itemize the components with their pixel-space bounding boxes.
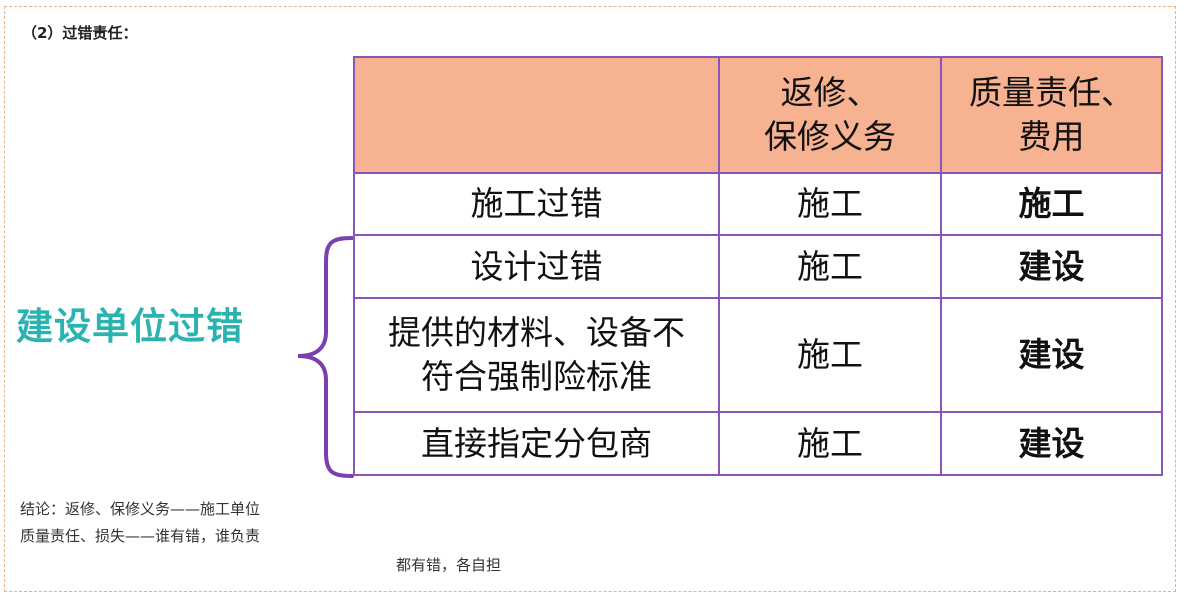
table-header-row: 返修、 保修义务 质量责任、 费用 — [353, 56, 1163, 174]
liability-cell: 建设 — [940, 234, 1163, 299]
table-row: 设计过错 施工 建设 — [353, 234, 1163, 299]
liability-cell: 建设 — [940, 411, 1163, 476]
cause-cell: 施工过错 — [353, 172, 720, 236]
header-cell-blank — [353, 56, 720, 174]
cause-cell: 设计过错 — [353, 234, 720, 299]
header-repair-line1: 返修、 — [780, 73, 880, 112]
cause-line1: 提供的材料、设备不 — [388, 313, 685, 352]
cause-cell: 提供的材料、设备不 符合强制险标准 — [353, 297, 720, 413]
header-cell-repair-obligation: 返修、 保修义务 — [718, 56, 942, 174]
table-row: 提供的材料、设备不 符合强制险标准 施工 建设 — [353, 297, 1163, 413]
header-liability-line1: 质量责任、 — [969, 73, 1134, 112]
repair-cell: 施工 — [718, 411, 942, 476]
repair-cell: 施工 — [718, 234, 942, 299]
cause-line2: 符合强制险标准 — [421, 357, 652, 396]
table-row: 直接指定分包商 施工 建设 — [353, 411, 1163, 476]
liability-cell: 建设 — [940, 297, 1163, 413]
repair-cell: 施工 — [718, 297, 942, 413]
section-heading: （2）过错责任： — [22, 24, 138, 42]
header-repair-line2: 保修义务 — [764, 117, 896, 156]
conclusion-line-3: 都有错，各自担 — [396, 556, 502, 574]
header-cell-quality-liability: 质量责任、 费用 — [940, 56, 1163, 174]
conclusion-text: 结论：返修、保修义务——施工单位 质量责任、损失——谁有错，谁负责 — [20, 496, 260, 550]
cause-cell: 直接指定分包商 — [353, 411, 720, 476]
header-liability-line2: 费用 — [1018, 117, 1085, 156]
table-row: 施工过错 施工 施工 — [353, 172, 1163, 236]
conclusion-line-1: 结论：返修、保修义务——施工单位 — [20, 500, 261, 518]
repair-cell: 施工 — [718, 172, 942, 236]
liability-cell: 施工 — [940, 172, 1163, 236]
content-frame — [4, 6, 1176, 592]
conclusion-line-2: 质量责任、损失——谁有错，谁负责 — [20, 527, 261, 545]
liability-table: 返修、 保修义务 质量责任、 费用 施工过错 施工 施工 设计过错 施工 建设 … — [353, 56, 1163, 476]
curly-brace-icon — [297, 236, 354, 478]
construction-unit-fault-label: 建设单位过错 — [16, 305, 244, 348]
